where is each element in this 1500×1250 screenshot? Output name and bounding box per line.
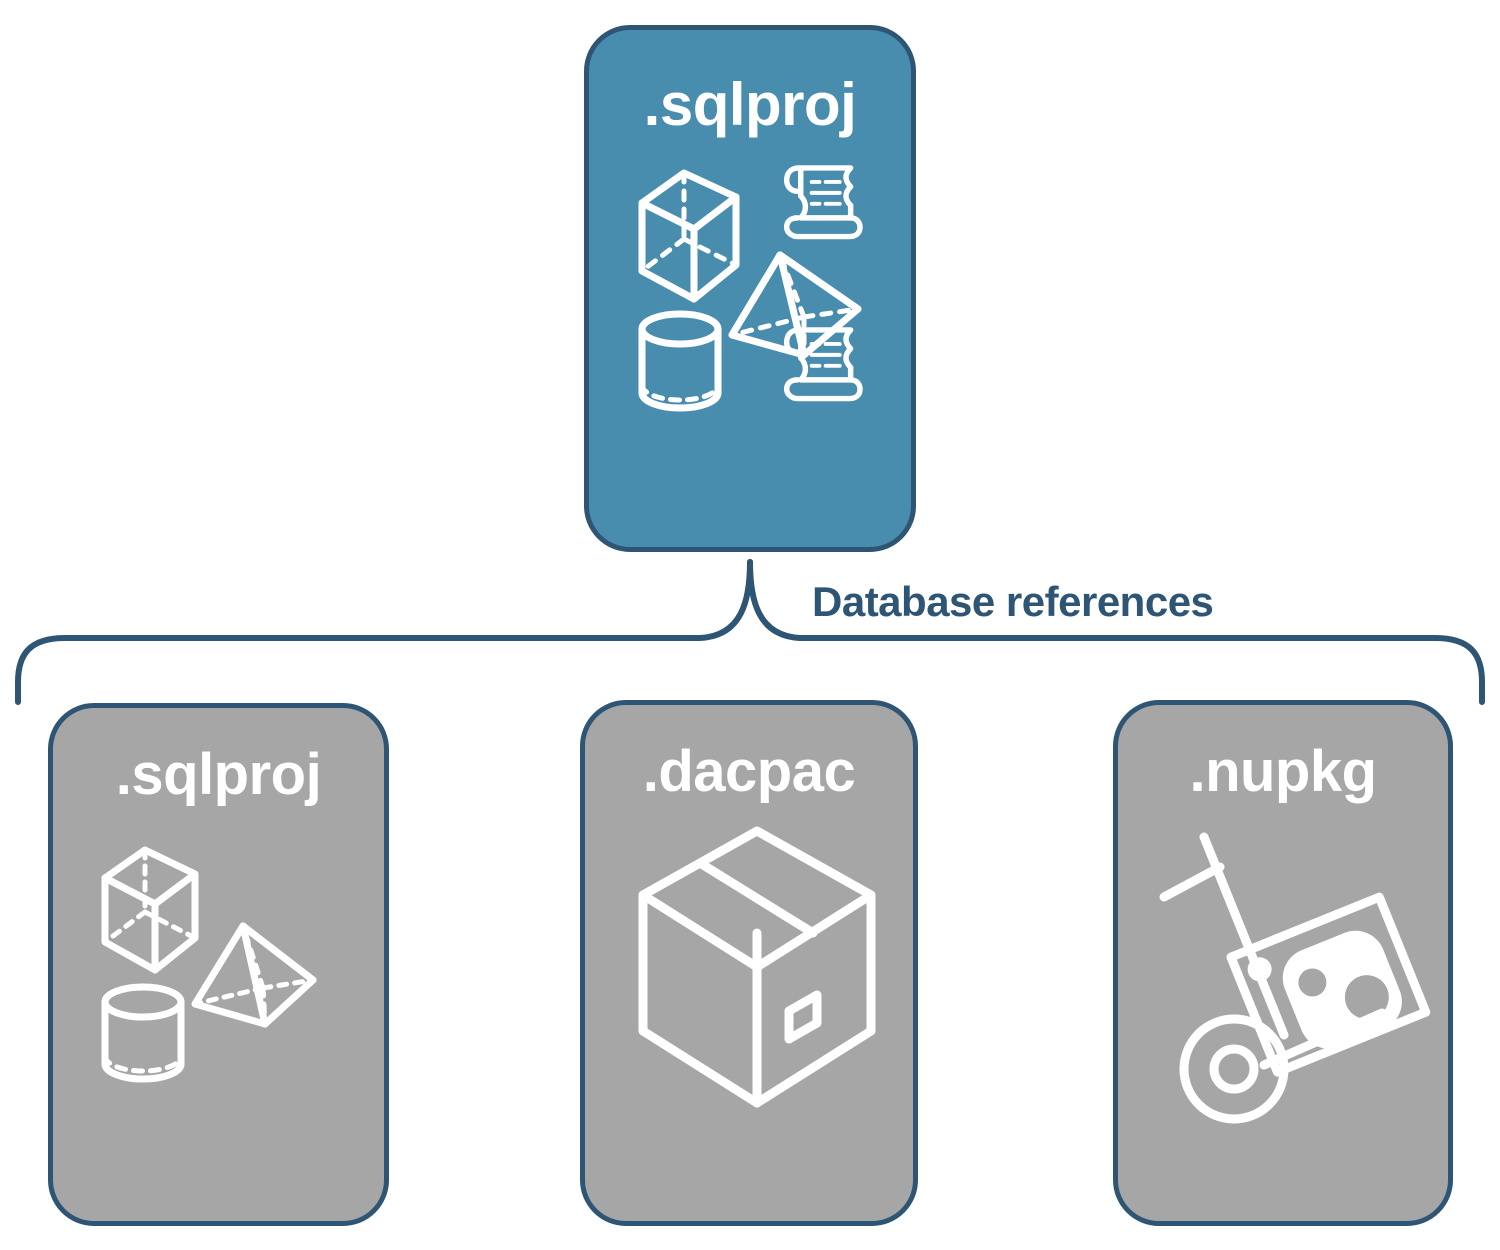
card-sqlproj-title: .sqlproj — [115, 742, 322, 807]
scroll-icon — [783, 165, 863, 240]
hand-truck-icon — [1159, 832, 1387, 1124]
cylinder-icon — [638, 310, 722, 412]
card-reference-dacpac[interactable]: .dacpac — [580, 700, 918, 1226]
database-references-label: Database references — [812, 578, 1214, 625]
pyramid-icon — [728, 251, 862, 359]
shipping-box-icon — [638, 826, 876, 1108]
sqlproj-icon-cluster — [53, 804, 384, 1221]
cylinder-icon — [101, 983, 185, 1083]
pyramid-icon — [191, 922, 317, 1028]
card-nupkg-title: .nupkg — [1189, 739, 1377, 804]
card-reference-nupkg[interactable]: .nupkg — [1113, 700, 1453, 1226]
nupkg-icon-cluster — [1118, 801, 1448, 1221]
card-dacpac-title: .dacpac — [642, 739, 856, 804]
root-icon-cluster — [632, 157, 868, 425]
cube-icon — [638, 169, 740, 303]
dacpac-icon-cluster — [585, 801, 913, 1221]
card-root-sqlproj[interactable]: .sqlproj — [584, 25, 916, 552]
card-root-title: .sqlproj — [643, 71, 857, 138]
cube-icon — [101, 846, 199, 974]
card-reference-sqlproj[interactable]: .sqlproj — [48, 703, 389, 1226]
scroll-icon — [783, 327, 863, 402]
database-references-bracket — [15, 559, 1485, 705]
